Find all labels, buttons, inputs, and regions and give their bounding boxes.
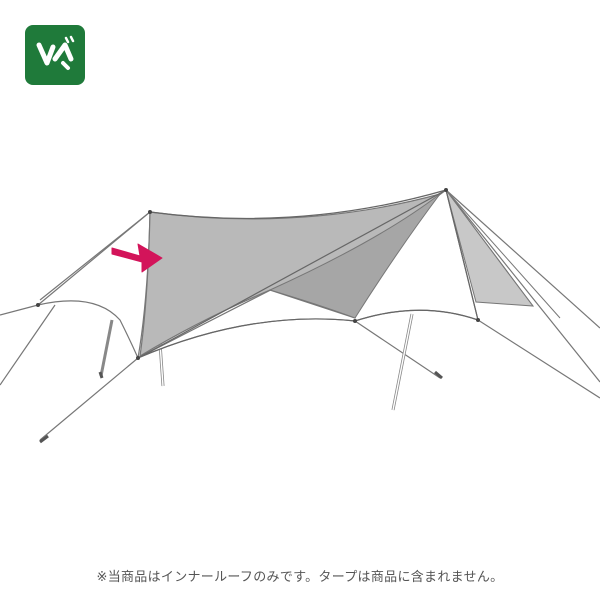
brand-logo — [25, 25, 85, 85]
inner-roof-fold — [268, 193, 441, 319]
guy-lines — [0, 189, 600, 441]
brand-logo-icon — [36, 35, 75, 70]
disclaimer-caption: ※当商品はインナールーフのみです。タープは商品に含まれません。 — [96, 570, 504, 585]
tarp-left-wing — [37, 210, 151, 361]
pointer-arrow-icon — [111, 243, 163, 273]
tent-stakes — [39, 370, 443, 444]
